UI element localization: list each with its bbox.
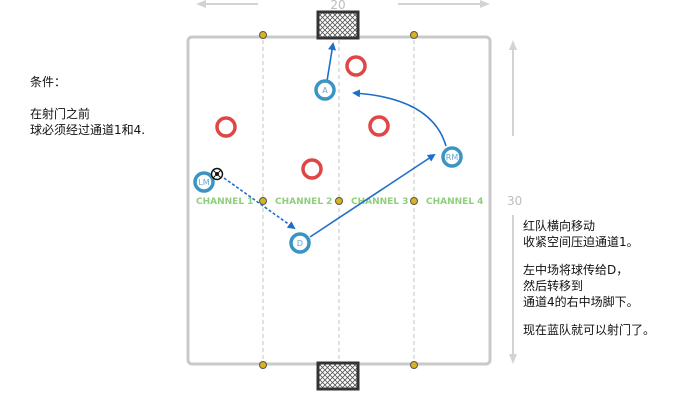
goal-net-icon: [316, 10, 360, 40]
red-player: [215, 116, 237, 138]
cone-marker: [259, 361, 267, 369]
note-line: 红队横向移动: [523, 219, 596, 233]
height-dimension: 30: [507, 40, 522, 364]
channel-label-2: CHANNEL 2: [275, 197, 332, 207]
cone-marker: [410, 31, 418, 39]
conditions-line: 在射门之前: [30, 107, 91, 121]
note-line: 然后转移到: [523, 279, 584, 293]
width-label: 20: [330, 0, 345, 12]
note-line: 通道4的右中场脚下。: [523, 295, 639, 309]
ball-icon: [210, 167, 224, 181]
player-a: A: [314, 79, 336, 101]
shot-arrow-a-to-goal: [326, 42, 336, 82]
channel-dividers: [262, 40, 415, 361]
red-team: [215, 55, 390, 180]
pass-arrow-lm-to-d: [223, 177, 296, 230]
height-label: 30: [507, 194, 522, 208]
red-player: [368, 115, 390, 137]
bottom-goal: [316, 361, 360, 391]
goal-net-icon: [316, 361, 360, 391]
cone-marker: [410, 197, 418, 205]
player-d-label: D: [297, 239, 303, 248]
conditions-line: 球必须经过通道1和4.: [30, 123, 146, 137]
conditions-panel: 条件： 在射门之前 球必须经过通道1和4.: [30, 74, 145, 138]
note-line: 左中场将球传给D，: [523, 263, 629, 277]
top-goal: [316, 10, 360, 40]
player-a-label: A: [322, 86, 328, 95]
cone-marker: [259, 31, 267, 39]
note-line: 现在蓝队就可以射门了。: [523, 323, 656, 337]
player-lm: LM: [193, 171, 215, 193]
cone-marker: [335, 197, 343, 205]
cone-markers: [259, 31, 418, 369]
player-rm: RM: [441, 146, 463, 168]
pass-arrow-d-to-rm: [309, 153, 436, 238]
play-arrows: [223, 42, 447, 238]
channel-label-4: CHANNEL 4: [426, 197, 483, 207]
notes-panel: 红队横向移动 收紧空间压迫通道1。 左中场将球传给D， 然后转移到 通道4的右中…: [523, 218, 655, 338]
run-arrow-rm-to-a: [352, 89, 447, 147]
note-line: 收紧空间压迫通道1。: [523, 235, 639, 249]
channel-label-3: CHANNEL 3: [351, 197, 408, 207]
conditions-title: 条件：: [30, 75, 67, 89]
width-dimension: 20: [196, 0, 490, 12]
channel-label-1: CHANNEL 1: [196, 197, 253, 207]
player-rm-label: RM: [446, 153, 459, 162]
cone-marker: [410, 361, 418, 369]
red-player: [301, 158, 323, 180]
cone-marker: [259, 197, 267, 205]
player-lm-label: LM: [198, 178, 209, 187]
red-player: [345, 55, 367, 77]
player-d: D: [289, 232, 311, 254]
blue-team: A D LM RM: [193, 79, 463, 254]
